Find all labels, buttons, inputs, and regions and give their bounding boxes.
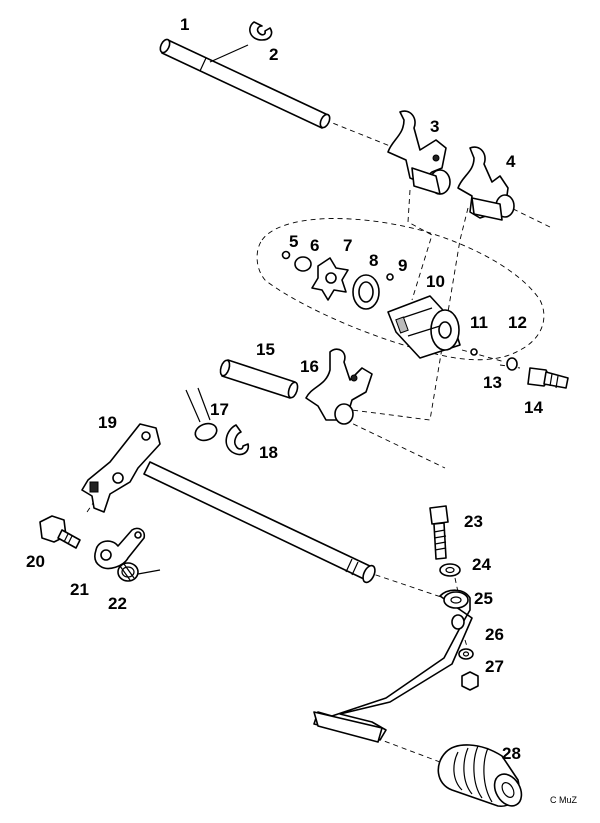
label-15: 15 [256, 340, 275, 359]
label-18: 18 [259, 443, 278, 462]
label-9: 9 [398, 256, 407, 275]
label-12: 12 [508, 313, 527, 332]
washer-part-24 [439, 563, 461, 577]
label-28: 28 [502, 744, 521, 763]
shift-drum-group [281, 250, 478, 359]
shift-fork-part-16 [305, 348, 373, 425]
short-shaft-part-15 [219, 359, 299, 399]
spring-part-22 [117, 562, 161, 582]
label-16: 16 [300, 357, 319, 376]
label-24: 24 [472, 555, 491, 574]
washer-part-26 [458, 648, 474, 660]
circlip-part-2 [209, 21, 273, 63]
shift-fork-part-4 [457, 146, 515, 221]
label-11: 11 [470, 313, 488, 332]
label-21: 21 [70, 580, 89, 599]
pedal-bolt-part-23 [429, 505, 449, 560]
bushing-part-17 [185, 387, 218, 442]
label-25: 25 [474, 589, 493, 608]
label-19: 19 [98, 413, 117, 432]
part-6 [294, 256, 312, 272]
label-6: 6 [310, 236, 319, 255]
label-26: 26 [485, 625, 504, 644]
bolt-part-20 [39, 515, 81, 549]
circlip-part-18 [225, 424, 250, 456]
part-9 [386, 273, 394, 281]
neutral-switch-part-14 [527, 367, 569, 389]
label-4: 4 [506, 152, 516, 171]
label-10: 10 [426, 272, 445, 291]
shift-shaft-part-19 [81, 423, 376, 584]
o-ring-part-13 [506, 357, 518, 371]
label-8: 8 [369, 251, 378, 270]
shift-fork-part-3 [387, 110, 451, 195]
shift-pedal-part-25 [313, 589, 473, 743]
fork-shaft-part-1 [159, 38, 331, 129]
label-3: 3 [430, 117, 439, 136]
label-7: 7 [343, 236, 352, 255]
label-1: 1 [180, 15, 189, 34]
label-14: 14 [524, 398, 543, 417]
label-22: 22 [108, 594, 127, 613]
nut-part-27 [461, 671, 479, 691]
label-20: 20 [26, 552, 45, 571]
copyright-mark: C MuZ [550, 795, 578, 805]
pedal-rubber-part-28 [437, 744, 523, 807]
label-17: 17 [210, 400, 229, 419]
part-5 [281, 250, 291, 260]
label-5: 5 [289, 232, 298, 251]
lever-plate-part-21 [94, 527, 146, 570]
label-2: 2 [269, 45, 278, 64]
label-23: 23 [464, 512, 483, 531]
callout-labels: 1 2 3 4 5 6 7 8 9 10 11 12 13 14 15 16 1… [26, 15, 578, 805]
label-27: 27 [485, 657, 504, 676]
label-13: 13 [483, 373, 502, 392]
drum-group-outline [256, 218, 545, 361]
